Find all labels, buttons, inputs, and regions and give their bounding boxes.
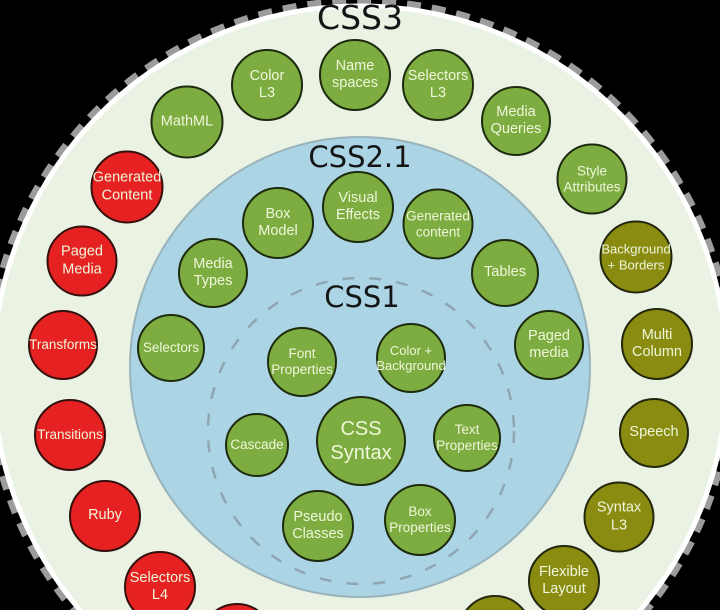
css21-circle	[129, 136, 591, 598]
bubble-color-background: Color + Background	[376, 323, 446, 393]
bubble-multi-column: Multi Column	[621, 308, 693, 380]
bubble-generated-content-css21: Generated content	[402, 188, 474, 260]
bubble-selectors-l4: Selectors L4	[124, 551, 196, 610]
bubble-namespaces: Name spaces	[319, 39, 391, 111]
bubble-speech: Speech	[619, 398, 689, 468]
css1-dashed-circle	[206, 276, 516, 586]
bubble-pseudo-classes: Pseudo Classes	[282, 490, 354, 562]
bubble-media-queries: Media Queries	[481, 86, 551, 156]
bubble-paged-media-css3: Paged Media	[46, 225, 118, 297]
bubble-transitions: Transitions	[34, 399, 106, 471]
bubble-transforms: Transforms	[28, 310, 98, 380]
bubble-visual-effects: Visual Effects	[322, 171, 394, 243]
bubble-generated-content-css3: Generated Content	[90, 150, 164, 224]
bubble-font-properties: Font Properties	[267, 327, 337, 397]
bubble-media-types: Media Types	[178, 238, 248, 308]
css3-title: CSS3	[317, 0, 403, 37]
css1-title: CSS1	[324, 280, 400, 314]
bubble-style-attributes: Style Attributes	[556, 143, 628, 215]
bubble-flexible-layout: Flexible Layout	[528, 545, 600, 610]
bubble-mathml: MathML	[150, 85, 224, 159]
bubble-background-borders: Background + Borders	[599, 220, 673, 294]
bubble-selectors-css21: Selectors	[137, 314, 205, 382]
bubble-box-properties: Box Properties	[384, 484, 456, 556]
bubble-box-model: Box Model	[242, 187, 314, 259]
bubble-paged-media-css21: Paged media	[514, 310, 584, 380]
css21-title: CSS2.1	[308, 140, 412, 174]
bubble-selectors-l3: Selectors L3	[402, 49, 474, 121]
bubble-ruby: Ruby	[69, 480, 141, 552]
bubble-color-l3: Color L3	[231, 49, 303, 121]
bubble-syntax-l3: Syntax L3	[583, 481, 655, 553]
bubble-cascade: Cascade	[225, 413, 289, 477]
bubble-css-syntax: CSS Syntax	[316, 396, 406, 486]
bubble-text-properties: Text Properties	[433, 404, 501, 472]
bubble-tables: Tables	[471, 239, 539, 307]
